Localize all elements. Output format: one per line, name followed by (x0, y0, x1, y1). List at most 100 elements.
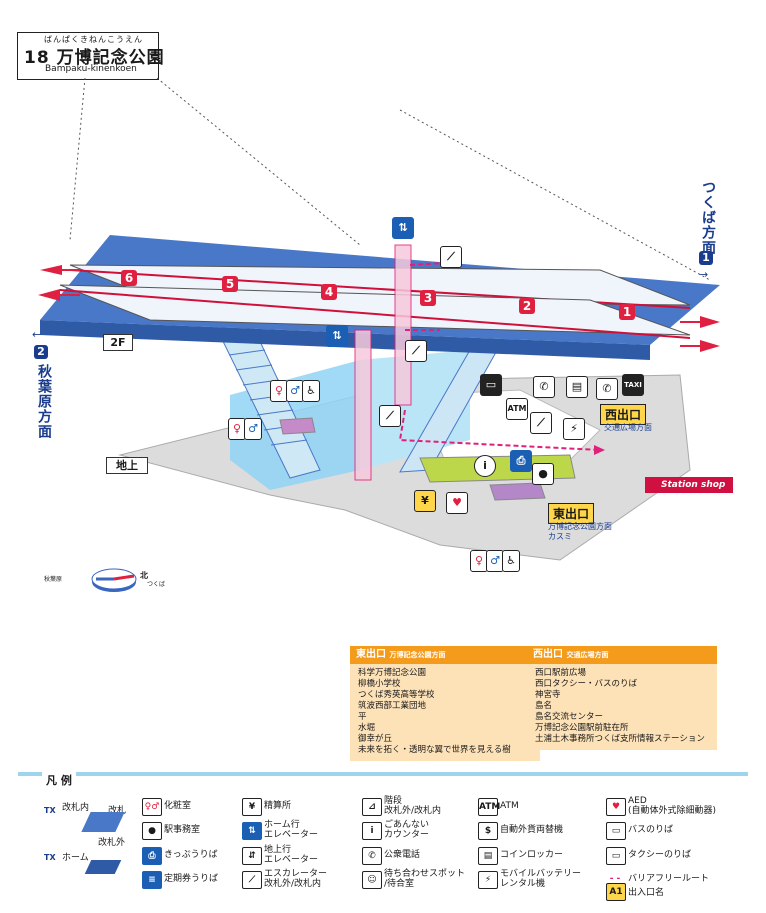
wheelchair-icon: ♿ (502, 550, 520, 572)
east-exit-place-list: 科学万博記念公園柳橋小学校つくば秀英高等学校筑波西部工業団地平水堀御幸が丘未来を… (350, 664, 540, 761)
west-exit-panel-title: 西出口 (533, 649, 563, 660)
west-exit-panel: 西出口 交通広場方面 西口駅前広場西口タクシー・バスのりば神宮寺島名島名交流セン… (527, 646, 717, 750)
legend-label: モバイルバッテリー レンタル機 (500, 869, 582, 889)
legend-label: 化粧室 (164, 801, 192, 811)
west-exit-label: 西出口 (600, 404, 647, 425)
compass-north-label: 北 (140, 571, 148, 580)
station-shop-sign: Station shop (645, 477, 734, 493)
battery-rental-icon: ⚡ (478, 871, 498, 889)
station-number: 18 (24, 48, 50, 68)
toilet-icon: ♂ (244, 418, 262, 440)
escalator-icon: ⟋ (379, 405, 401, 427)
exit-place-item: 土浦土木事務所つくば支所情報ステーション (535, 734, 705, 744)
bus-icon: ▭ (480, 374, 502, 396)
locker-icon: ▤ (478, 847, 498, 865)
ground-elevator-icon: ⇵ (242, 847, 262, 865)
fare-adjust-icon: ¥ (242, 798, 262, 816)
locker-icon: ▤ (566, 376, 588, 398)
exit-place-item: 西口タクシー・バスのりば (535, 679, 638, 689)
tsukuba-direction-label: つくば方面 (700, 180, 716, 255)
east-exit-label: 東出口 (548, 503, 595, 524)
platform-elevator-icon: ⇅ (326, 325, 348, 347)
train-lower (59, 284, 691, 339)
legend-label: 階段 改札外/改札内 (384, 796, 442, 816)
fare-adjust-icon: ¥ (414, 490, 436, 512)
east-exit-destination: 万博記念公園方面 カスミ (548, 522, 612, 541)
ticket-icon: ⎙ (510, 450, 532, 472)
aed-icon: ♥ (446, 492, 468, 514)
exit-place-item: 科学万博記念公園 (358, 668, 427, 678)
exit-place-item: 島名交流センター (535, 712, 604, 722)
legend-label: 待ち合わせスポット /待合室 (384, 869, 466, 889)
legend-label: バスのりば (628, 825, 674, 835)
legend-label: ホーム行 エレベーター (264, 820, 319, 840)
battery-rental-icon: ⚡ (563, 418, 585, 440)
station-office-icon: ● (142, 822, 162, 840)
floor-ground-tag: 地上 (106, 457, 148, 474)
east-exit-panel-title: 東出口 (356, 649, 386, 660)
legend-label: きっぷうりば (164, 850, 218, 860)
car-number-5: 5 (222, 276, 238, 292)
legend-label: エスカレーター 改札外/改札内 (264, 869, 328, 889)
exit-place-item: 西口駅前広場 (535, 668, 587, 678)
platform-elevator-icon: ⇅ (242, 822, 262, 840)
platform-2-badge: 2 (34, 345, 48, 359)
east-exit-panel-subtitle: 万博記念公園方面 (389, 651, 446, 659)
west-exit-panel-header: 西出口 交通広場方面 (527, 646, 717, 664)
station-name: 18 万博記念公園 (24, 43, 165, 68)
east-exit-panel-header: 東出口 万博記念公園方面 (350, 646, 540, 664)
legend-label: タクシーのりば (628, 850, 692, 860)
legend-label: 精算所 (264, 801, 292, 811)
station-ruby: ばんぱくきねんこうえん (44, 35, 143, 44)
phone-icon: ✆ (362, 847, 382, 865)
car-number-6: 6 (121, 270, 137, 286)
bus-icon: ▭ (606, 822, 626, 840)
legend-label: ごあんない カウンター (384, 820, 430, 840)
west-exit-place-list: 西口駅前広場西口タクシー・バスのりば神宮寺島名島名交流センター万博記念公園駅前駐… (527, 664, 717, 750)
legend-label: バリアフリールート (628, 874, 710, 884)
legend-gate-outside: 改札外 (98, 838, 126, 848)
compass-akihabara-label: 秋葉原 (44, 576, 63, 583)
gate-diagram-icon (81, 812, 125, 832)
stairs-icon: ⊿ (362, 798, 382, 816)
east-exit-panel: 東出口 万博記念公園方面 科学万博記念公園柳橋小学校つくば秀英高等学校筑波西部工… (350, 646, 540, 761)
meeting-spot-icon: ☺ (362, 871, 382, 889)
exit-place-item: 万博記念公園駅前駐在所 (535, 723, 629, 733)
car-number-3: 3 (420, 290, 436, 306)
tx-logo: TX (44, 806, 56, 815)
west-exit-destination: 交通広場方面 (604, 423, 652, 432)
exit-place-item: 島名 (535, 701, 553, 711)
legend-divider (18, 772, 748, 776)
info-counter-icon: i (362, 822, 382, 840)
legend-label: コインロッカー (500, 850, 564, 860)
west-exit-panel-subtitle: 交通広場方面 (566, 651, 609, 659)
currency-exchange-icon: $ (478, 822, 498, 840)
ticket-icon: ⎙ (142, 847, 162, 865)
legend-label: 駅事務室 (164, 825, 201, 835)
exit-place-item: 平 (358, 712, 367, 722)
exit-place-item: 筑波西部工業団地 (358, 701, 427, 711)
escalator-icon: ⟋ (440, 246, 462, 268)
legend-title: 凡 例 (42, 772, 76, 788)
commuter-pass-icon: ≡ (142, 871, 162, 889)
legend-label: 地上行 エレベーター (264, 845, 319, 865)
legend-home: ホーム (62, 853, 89, 863)
legend-gate-inside: 改札内 (62, 803, 90, 813)
legend-label: AED (自動体外式除細動器) (628, 796, 717, 816)
legend-label: 定期券うりば (164, 874, 219, 884)
taxi-icon: ▭ (606, 847, 626, 865)
station-name-kanji: 万博記念公園 (56, 48, 165, 68)
wheelchair-icon: ♿ (302, 380, 320, 402)
legend-label: 自動外貨両替機 (500, 825, 564, 835)
legend-label: ATM (500, 801, 519, 811)
car-number-4: 4 (321, 284, 337, 300)
toilet-icon: ♀♂ (142, 798, 162, 816)
car-number-2: 2 (519, 298, 535, 314)
atm-icon: ATM (506, 398, 528, 420)
escalator-icon: ⟋ (530, 412, 552, 434)
compass-tsukuba-label: つくば (147, 581, 166, 588)
floor-2f-tag: 2F (103, 334, 133, 351)
phone-icon: ✆ (596, 378, 618, 400)
exit-place-item: 神宮寺 (535, 690, 561, 700)
exit-place-item: 御幸が丘 (358, 734, 393, 744)
